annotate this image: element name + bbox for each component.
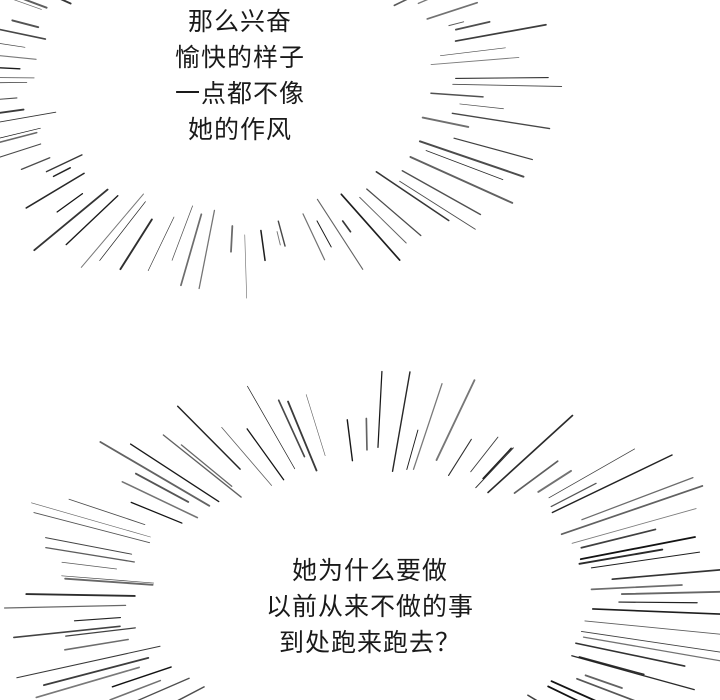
speech-text-bottom: 她为什么要做 以前从来不做的事 到处跑来跑去？ bbox=[240, 553, 500, 661]
speech-line: 一点都不像 bbox=[174, 79, 305, 108]
speech-line: 她的作风 bbox=[187, 115, 292, 144]
speech-line: 到处跑来跑去？ bbox=[278, 628, 461, 657]
speech-text-top: 那么兴奋 愉快的样子 一点都不像 她的作风 bbox=[140, 4, 340, 148]
speech-line: 她为什么要做 bbox=[291, 556, 448, 585]
speech-line: 以前从来不做的事 bbox=[265, 592, 474, 621]
speech-line: 愉快的样子 bbox=[174, 43, 305, 72]
speech-line: 那么兴奋 bbox=[187, 7, 292, 36]
